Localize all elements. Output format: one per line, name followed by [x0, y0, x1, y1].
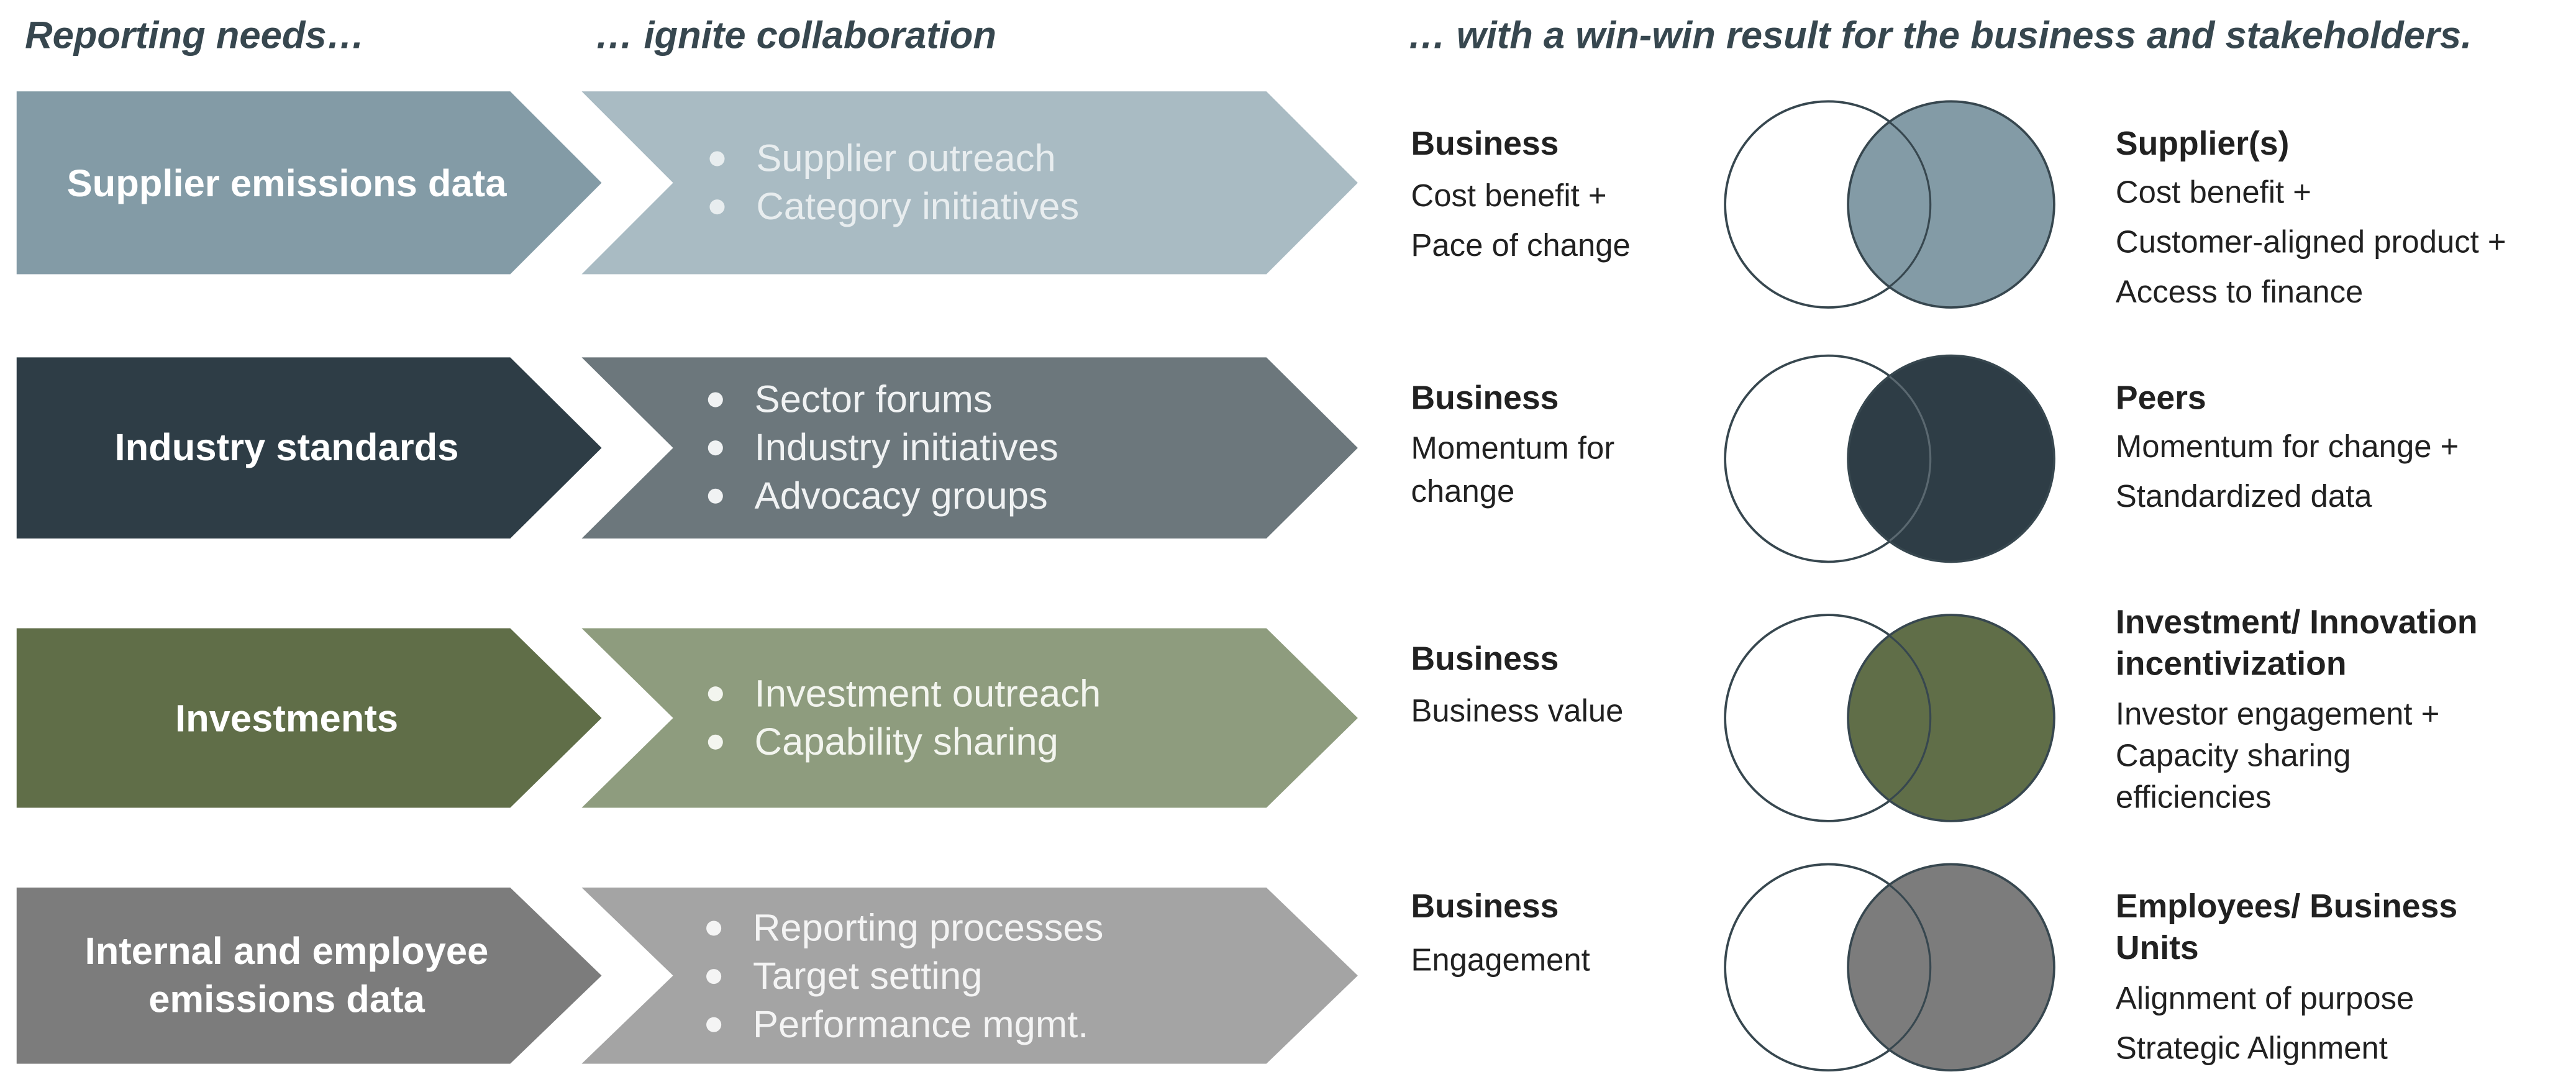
bullet-dot-icon	[708, 734, 723, 750]
venn-overlap-arc	[1889, 121, 1932, 288]
stakeholder-title: Peers	[2115, 380, 2206, 417]
action-item-text: Supplier outreach	[756, 136, 1056, 180]
business-benefit-line: Momentum for	[1411, 432, 1615, 467]
stakeholder-title: Supplier(s)	[2115, 126, 2290, 163]
stakeholder-benefit-line: Cost benefit +	[2115, 176, 2312, 211]
business-title: Business	[1411, 641, 1559, 678]
venn-stakeholder-circle	[1847, 614, 2055, 822]
need-chevron-internal-employee	[16, 887, 602, 1064]
business-benefit-line: change	[1411, 475, 1515, 511]
action-item-text: Target setting	[752, 953, 983, 997]
need-chevron-shape	[16, 628, 602, 808]
business-benefit-line: Engagement	[1411, 943, 1590, 979]
action-item-text: Performance mgmt.	[752, 1002, 1089, 1046]
action-list-supplier-emissions: Supplier outreach Category initiatives	[706, 135, 1079, 231]
business-title: Business	[1411, 889, 1559, 926]
action-item-text: Capability sharing	[754, 719, 1058, 763]
action-chevron-internal-employee	[581, 887, 1358, 1064]
venn-overlap-arc	[1889, 376, 1932, 542]
need-label-investments: Investments	[175, 695, 399, 739]
action-chevron-shape	[581, 628, 1358, 808]
action-item: Performance mgmt.	[703, 1001, 1104, 1049]
action-item-text: Reporting processes	[752, 906, 1104, 949]
bullet-dot-icon	[709, 199, 725, 215]
bullet-dot-icon	[708, 488, 723, 504]
stakeholder-benefit-line: Momentum for change +	[2115, 430, 2459, 466]
action-list-investments: Investment outreach Capability sharing	[704, 670, 1101, 766]
bullet-dot-icon	[706, 969, 722, 984]
need-chevron-shape	[16, 887, 602, 1064]
bullet-dot-icon	[709, 151, 725, 166]
action-item: Industry initiatives	[704, 424, 1058, 472]
venn-stakeholder-circle	[1847, 100, 2055, 309]
stakeholder-benefit-line: Strategic Alignment	[2115, 1032, 2388, 1067]
need-chevron-industry-standards	[16, 357, 602, 538]
action-item: Reporting processes	[703, 904, 1104, 953]
business-title: Business	[1411, 380, 1559, 417]
action-item: Investment outreach	[704, 670, 1101, 718]
bullet-dot-icon	[708, 686, 723, 702]
stakeholder-benefit-line: efficiencies	[2115, 781, 2272, 816]
stakeholder-benefit-line: Alignment of purpose	[2115, 982, 2414, 1017]
action-item-text: Industry initiatives	[754, 425, 1058, 469]
venn-supplier	[1724, 100, 2055, 309]
need-chevron-shape	[16, 91, 602, 275]
venn-investment	[1724, 614, 2055, 822]
business-benefit-line: Business value	[1411, 694, 1624, 730]
stakeholder-benefit-line: Access to finance	[2115, 276, 2364, 311]
bullet-dot-icon	[706, 920, 722, 936]
stakeholder-benefit-line: Investor engagement +	[2115, 698, 2440, 734]
need-chevron-shape	[16, 357, 602, 538]
need-label-line: emissions data	[148, 977, 425, 1021]
venn-overlap-arc	[1889, 884, 1932, 1050]
stakeholder-title: Investment/ Innovation	[2115, 605, 2478, 642]
action-list-internal-employee: Reporting processes Target setting Perfo…	[703, 904, 1104, 1049]
need-label-industry-standards: Industry standards	[114, 425, 459, 469]
action-chevron-shape	[581, 887, 1358, 1064]
need-chevron-investments	[16, 628, 602, 808]
heading-reporting-needs: Reporting needs…	[25, 13, 365, 57]
action-item: Advocacy groups	[704, 472, 1058, 520]
action-item-text: Advocacy groups	[754, 473, 1048, 517]
action-item: Category initiatives	[706, 183, 1079, 231]
bullet-dot-icon	[706, 1017, 722, 1032]
heading-ignite-collaboration: … ignite collaboration	[594, 13, 996, 57]
action-item: Sector forums	[704, 376, 1058, 424]
venn-peers	[1724, 354, 2055, 563]
need-label-supplier-emissions: Supplier emissions data	[66, 160, 507, 204]
action-item: Supplier outreach	[706, 135, 1079, 183]
stakeholder-benefit-line: Capacity sharing	[2115, 739, 2351, 775]
stakeholder-benefit-line: Customer-aligned product +	[2115, 225, 2506, 261]
venn-employees	[1724, 863, 2055, 1072]
action-chevron-industry-standards	[581, 357, 1358, 538]
bullet-dot-icon	[708, 392, 723, 407]
heading-win-win-result: … with a win-win result for the business…	[1408, 13, 2472, 57]
need-label-internal-employee: Internal and employee emissions data	[17, 888, 557, 1064]
venn-stakeholder-circle	[1847, 863, 2055, 1072]
stakeholder-title-continued: Units	[2115, 930, 2199, 968]
action-item: Target setting	[703, 952, 1104, 1001]
stakeholder-title: Employees/ Business	[2115, 889, 2458, 926]
action-item: Capability sharing	[704, 718, 1101, 766]
venn-overlap-arc	[1889, 635, 1932, 801]
need-chevron-supplier-emissions	[16, 91, 602, 275]
business-benefit-line: Pace of change	[1411, 229, 1631, 265]
action-chevron-shape	[581, 91, 1358, 275]
stakeholder-benefit-line: Standardized data	[2115, 480, 2372, 516]
action-item-text: Investment outreach	[754, 671, 1101, 715]
action-list-industry-standards: Sector forums Industry initiatives Advoc…	[704, 376, 1058, 520]
need-label-line: Internal and employee	[84, 929, 489, 973]
venn-stakeholder-circle	[1847, 354, 2055, 563]
action-chevron-shape	[581, 357, 1358, 538]
action-item-text: Sector forums	[754, 377, 993, 421]
bullet-dot-icon	[708, 440, 723, 456]
action-chevron-investments	[581, 628, 1358, 808]
stakeholder-title-continued: incentivization	[2115, 646, 2347, 683]
action-chevron-supplier-emissions	[581, 91, 1358, 275]
business-title: Business	[1411, 126, 1559, 163]
business-benefit-line: Cost benefit +	[1411, 180, 1607, 215]
action-item-text: Category initiatives	[756, 184, 1080, 228]
